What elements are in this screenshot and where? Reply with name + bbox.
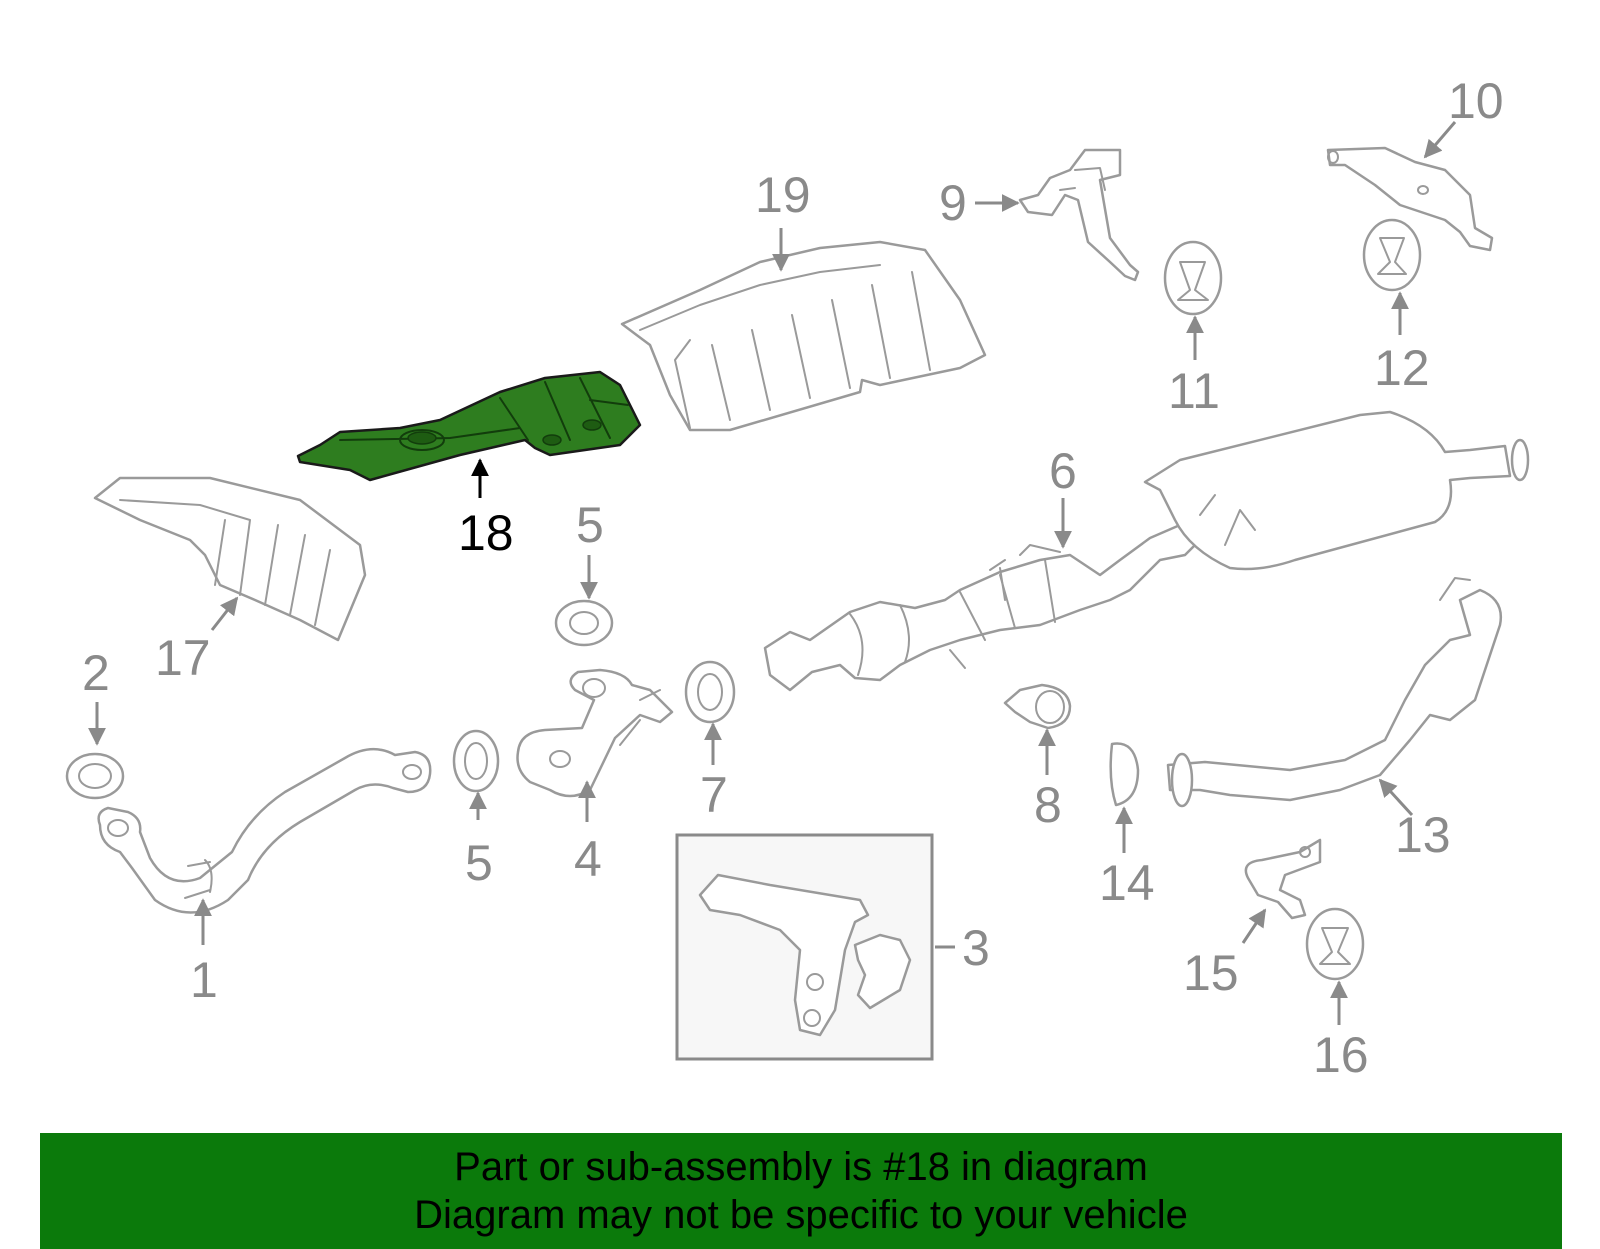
info-banner: Part or sub-assembly is #18 in diagram D… xyxy=(40,1133,1562,1249)
part-9-bracket[interactable] xyxy=(1018,148,1140,282)
part-3-inset[interactable] xyxy=(675,833,934,1061)
part-14-gasket[interactable] xyxy=(1109,742,1140,807)
callout-14: 14 xyxy=(1099,855,1155,911)
callout-15: 15 xyxy=(1183,945,1239,1001)
part-17-heat-shield[interactable] xyxy=(93,476,367,642)
part-8-sensor[interactable] xyxy=(1003,683,1072,730)
callout-1: 1 xyxy=(190,952,218,1008)
part-10-bracket[interactable] xyxy=(1326,146,1494,252)
part-15-bracket[interactable] xyxy=(1244,838,1322,920)
callout-numbers: 1 2 3 4 5 5 6 7 8 9 10 11 12 13 14 15 16… xyxy=(82,73,1504,1083)
callout-2: 2 xyxy=(82,645,110,701)
callout-4: 4 xyxy=(574,831,602,887)
part-16-hanger[interactable] xyxy=(1305,907,1365,981)
part-19-heat-shield[interactable] xyxy=(620,240,987,432)
callout-6: 6 xyxy=(1049,443,1077,499)
callout-8: 8 xyxy=(1034,777,1062,833)
part-6-converter-pipe[interactable] xyxy=(763,523,1202,692)
callout-3: 3 xyxy=(962,920,990,976)
banner-part-message: Part or sub-assembly is #18 in diagram xyxy=(454,1145,1148,1189)
part-1-front-pipe[interactable] xyxy=(97,748,432,914)
part-4-manifold-pipe[interactable] xyxy=(516,668,674,798)
part-5-gasket-lower[interactable] xyxy=(452,729,500,793)
callout-19: 19 xyxy=(755,167,811,223)
callout-16: 16 xyxy=(1313,1027,1369,1083)
part-12-hanger[interactable] xyxy=(1362,218,1422,292)
callout-11: 11 xyxy=(1168,363,1220,419)
banner-disclaimer: Diagram may not be specific to your vehi… xyxy=(414,1193,1188,1237)
callout-12: 12 xyxy=(1374,340,1430,396)
callout-lines xyxy=(88,121,1457,1025)
callout-17: 17 xyxy=(155,630,211,686)
callout-5-upper: 5 xyxy=(576,497,604,553)
callout-13: 13 xyxy=(1395,807,1451,863)
part-2-gasket[interactable] xyxy=(65,752,125,800)
callout-9: 9 xyxy=(939,175,967,231)
part-5-gasket-upper[interactable] xyxy=(554,599,614,647)
part-7-gasket[interactable] xyxy=(684,660,736,724)
part-11-hanger[interactable] xyxy=(1163,240,1223,316)
callout-7: 7 xyxy=(700,767,728,823)
callout-10: 10 xyxy=(1448,73,1504,129)
part-18-heat-insulator[interactable] xyxy=(296,370,642,482)
part-muffler[interactable] xyxy=(1143,410,1530,571)
callout-18: 18 xyxy=(458,505,514,561)
part-13-tail-pipe[interactable] xyxy=(1166,577,1503,808)
callout-5-lower: 5 xyxy=(465,835,493,891)
